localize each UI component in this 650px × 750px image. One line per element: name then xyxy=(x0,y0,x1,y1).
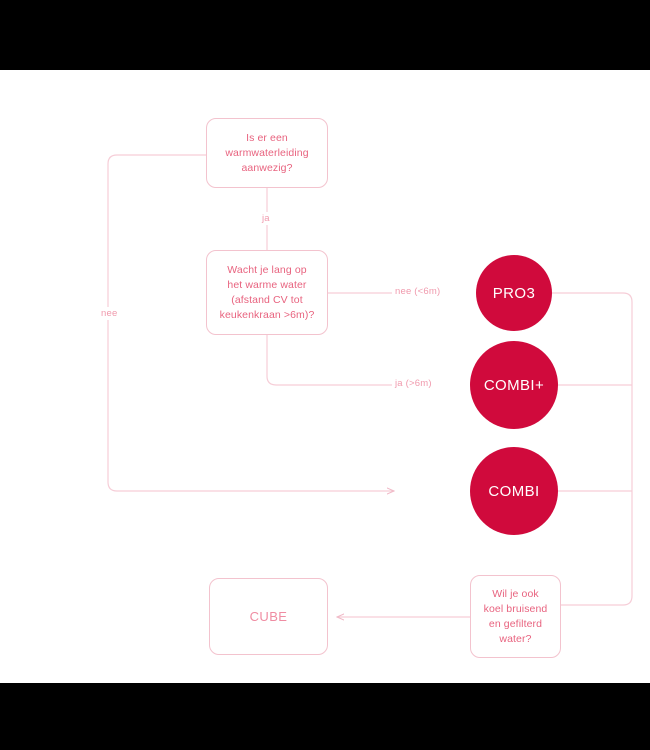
node-label: COMBI+ xyxy=(483,376,545,394)
node-text: Is er een warmwaterleiding aanwezig? xyxy=(225,131,308,176)
node-label: CUBE xyxy=(249,609,288,624)
node-text-line: koel bruisend xyxy=(483,602,548,615)
node-text-line: water? xyxy=(499,632,532,645)
node-product-combi-plus[interactable]: COMBI+ xyxy=(470,341,558,429)
edge-label-nee: nee xyxy=(98,307,121,320)
edge-label-ja-meer-6m: ja (>6m) xyxy=(392,377,435,390)
node-text-line: Is er een xyxy=(246,131,288,144)
node-text-line: en gefilterd xyxy=(488,617,543,630)
letterbox-top xyxy=(0,0,650,70)
diagram-canvas: Is er een warmwaterleiding aanwezig? Wac… xyxy=(0,70,650,683)
node-product-combi[interactable]: COMBI xyxy=(470,447,558,535)
node-text: Wil je ook koel bruisend en gefilterd wa… xyxy=(484,587,548,647)
node-text-line: Wacht je lang op xyxy=(227,263,307,276)
node-question-warmwaterleiding[interactable]: Is er een warmwaterleiding aanwezig? xyxy=(206,118,328,188)
node-text-line: warmwaterleiding xyxy=(225,146,309,159)
edge-q1-no-to-combi xyxy=(107,154,394,491)
node-text: Wacht je lang op het warme water (afstan… xyxy=(220,263,315,323)
node-product-pro3[interactable]: PRO3 xyxy=(476,255,552,331)
node-label: COMBI xyxy=(488,482,540,500)
node-label: PRO3 xyxy=(492,284,536,302)
node-text-line: (afstand CV tot xyxy=(231,293,303,306)
node-product-cube[interactable]: CUBE xyxy=(209,578,328,655)
edge-q2-to-combiplus xyxy=(266,335,400,385)
edge-layer xyxy=(107,154,633,683)
edge-pro3-to-q3 xyxy=(552,292,633,606)
node-text-line: het warme water xyxy=(227,278,307,291)
node-question-wachttijd[interactable]: Wacht je lang op het warme water (afstan… xyxy=(206,250,328,335)
node-text-line: aanwezig? xyxy=(241,161,293,174)
edge-label-ja: ja xyxy=(259,212,273,225)
letterbox-bottom xyxy=(0,683,650,750)
edge-label-nee-minder-6m: nee (<6m) xyxy=(392,285,444,298)
node-question-bruisend-gefilterd[interactable]: Wil je ook koel bruisend en gefilterd wa… xyxy=(470,575,561,658)
node-text-line: Wil je ook xyxy=(492,587,539,600)
node-text-line: keukenkraan >6m)? xyxy=(219,308,315,321)
